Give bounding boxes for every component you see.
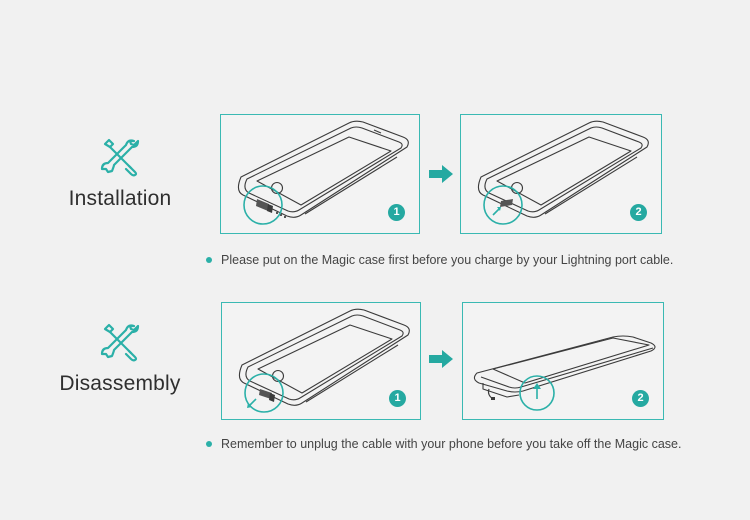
arrow-right-icon (429, 165, 453, 183)
disassembly-note: Remember to unplug the cable with your p… (206, 437, 681, 451)
bullet-dot-icon (206, 440, 212, 447)
phone-in-case-illustration (237, 120, 409, 225)
installation-step1-panel: 1 (220, 114, 420, 234)
installation-title: Installation (68, 187, 172, 210)
wrench-screwdriver-icon (100, 138, 140, 177)
step-1-badge: 1 (388, 204, 405, 221)
installation-note: Please put on the Magic case first befor… (206, 253, 673, 267)
phone-with-cable-illustration (477, 120, 649, 225)
disassembly-step1-panel: 1 (221, 302, 421, 420)
step-2-badge: 2 (630, 204, 647, 221)
installation-step2-panel: 2 (460, 114, 662, 234)
arrow-right-icon (429, 350, 453, 368)
disassembly-note-text: Remember to unplug the cable with your p… (221, 437, 682, 451)
installation-note-text: Please put on the Magic case first befor… (221, 253, 674, 267)
wrench-screwdriver-icon (100, 323, 140, 362)
installation-heading: Installation (40, 135, 200, 211)
disassembly-title: Disassembly (59, 372, 181, 395)
disassembly-step2-panel: 2 (462, 302, 664, 420)
bullet-dot-icon (206, 256, 212, 263)
phone-unplug-illustration (238, 308, 410, 413)
disassembly-heading: Disassembly (40, 320, 200, 396)
step-1-badge: 1 (389, 390, 406, 407)
case-removal-illustration (473, 335, 656, 411)
step-2-badge: 2 (632, 390, 649, 407)
